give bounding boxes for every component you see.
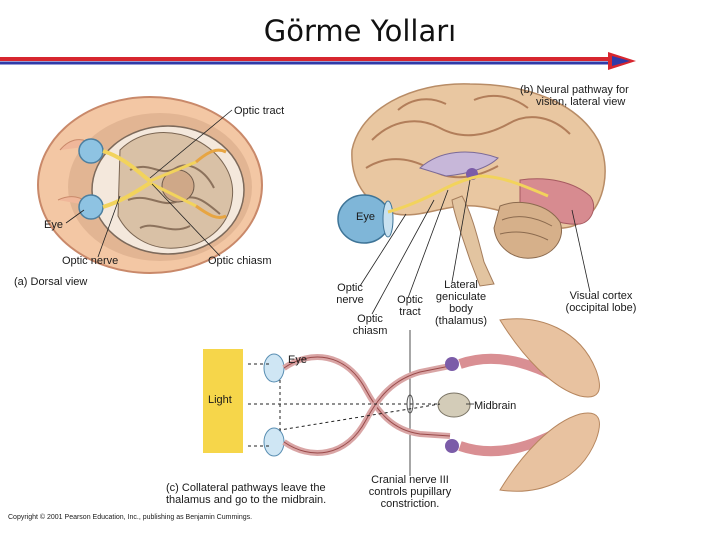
label-optic-nerve-b-2: nerve <box>336 294 364 306</box>
upper-lgn-icon <box>445 357 459 371</box>
light-box <box>203 349 243 453</box>
label-optic-chiasm-a: Optic chiasm <box>208 255 272 267</box>
dorsal-view-illustration <box>37 96 263 274</box>
lower-lgn-icon <box>445 439 459 453</box>
label-eye-c: Eye <box>288 354 307 366</box>
left-eye-icon <box>78 138 104 164</box>
visual-pathway-figure <box>6 76 654 524</box>
upper-eye-icon <box>263 353 285 383</box>
lateral-brain-illustration <box>337 83 606 476</box>
caption-neural-pathway-line2: vision, lateral view <box>536 96 626 108</box>
slide-title: Görme Yolları <box>263 14 457 48</box>
collateral-pathway-illustration <box>248 318 600 492</box>
label-optic-chiasm-b-1: Optic <box>357 313 383 325</box>
right-eye-icon <box>78 194 104 220</box>
label-lgb-3: body <box>449 303 473 315</box>
lower-eye-icon <box>263 427 285 457</box>
label-optic-chiasm-b-2: chiasm <box>352 325 388 337</box>
label-optic-nerve-b-1: Optic <box>337 282 363 294</box>
caption-collateral-line1: (c) Collateral pathways leave the <box>166 482 326 494</box>
label-midbrain: Midbrain <box>474 400 517 412</box>
caption-dorsal-view: (a) Dorsal view <box>14 276 88 288</box>
label-lgb-4: (thalamus) <box>435 315 487 327</box>
midbrain-icon <box>437 392 471 418</box>
caption-neural-pathway-line1: (b) Neural pathway for <box>520 84 629 96</box>
label-cranial-nerve-2: controls pupillary <box>368 486 452 498</box>
caption-collateral-line2: thalamus and go to the midbrain. <box>166 494 327 506</box>
label-optic-tract-a: Optic tract <box>234 105 285 117</box>
label-eye-a: Eye <box>44 219 63 231</box>
label-eye-b: Eye <box>356 211 375 223</box>
copyright-credit: Copyright © 2001 Pearson Education, Inc.… <box>8 514 253 521</box>
label-optic-nerve-a: Optic nerve <box>62 255 119 267</box>
label-visual-cortex-1: Visual cortex <box>569 290 633 302</box>
label-cranial-nerve-1: Cranial nerve III <box>371 474 449 486</box>
label-cranial-nerve-3: constriction. <box>380 498 440 510</box>
label-lgb-2: geniculate <box>435 291 487 303</box>
label-light: Light <box>208 394 232 406</box>
label-optic-tract-b-2: tract <box>399 306 421 318</box>
label-optic-tract-b-1: Optic <box>397 294 423 306</box>
label-visual-cortex-2: (occipital lobe) <box>565 302 637 314</box>
label-lgb-1: Lateral <box>444 279 478 291</box>
title-arrow-underline <box>0 52 636 70</box>
